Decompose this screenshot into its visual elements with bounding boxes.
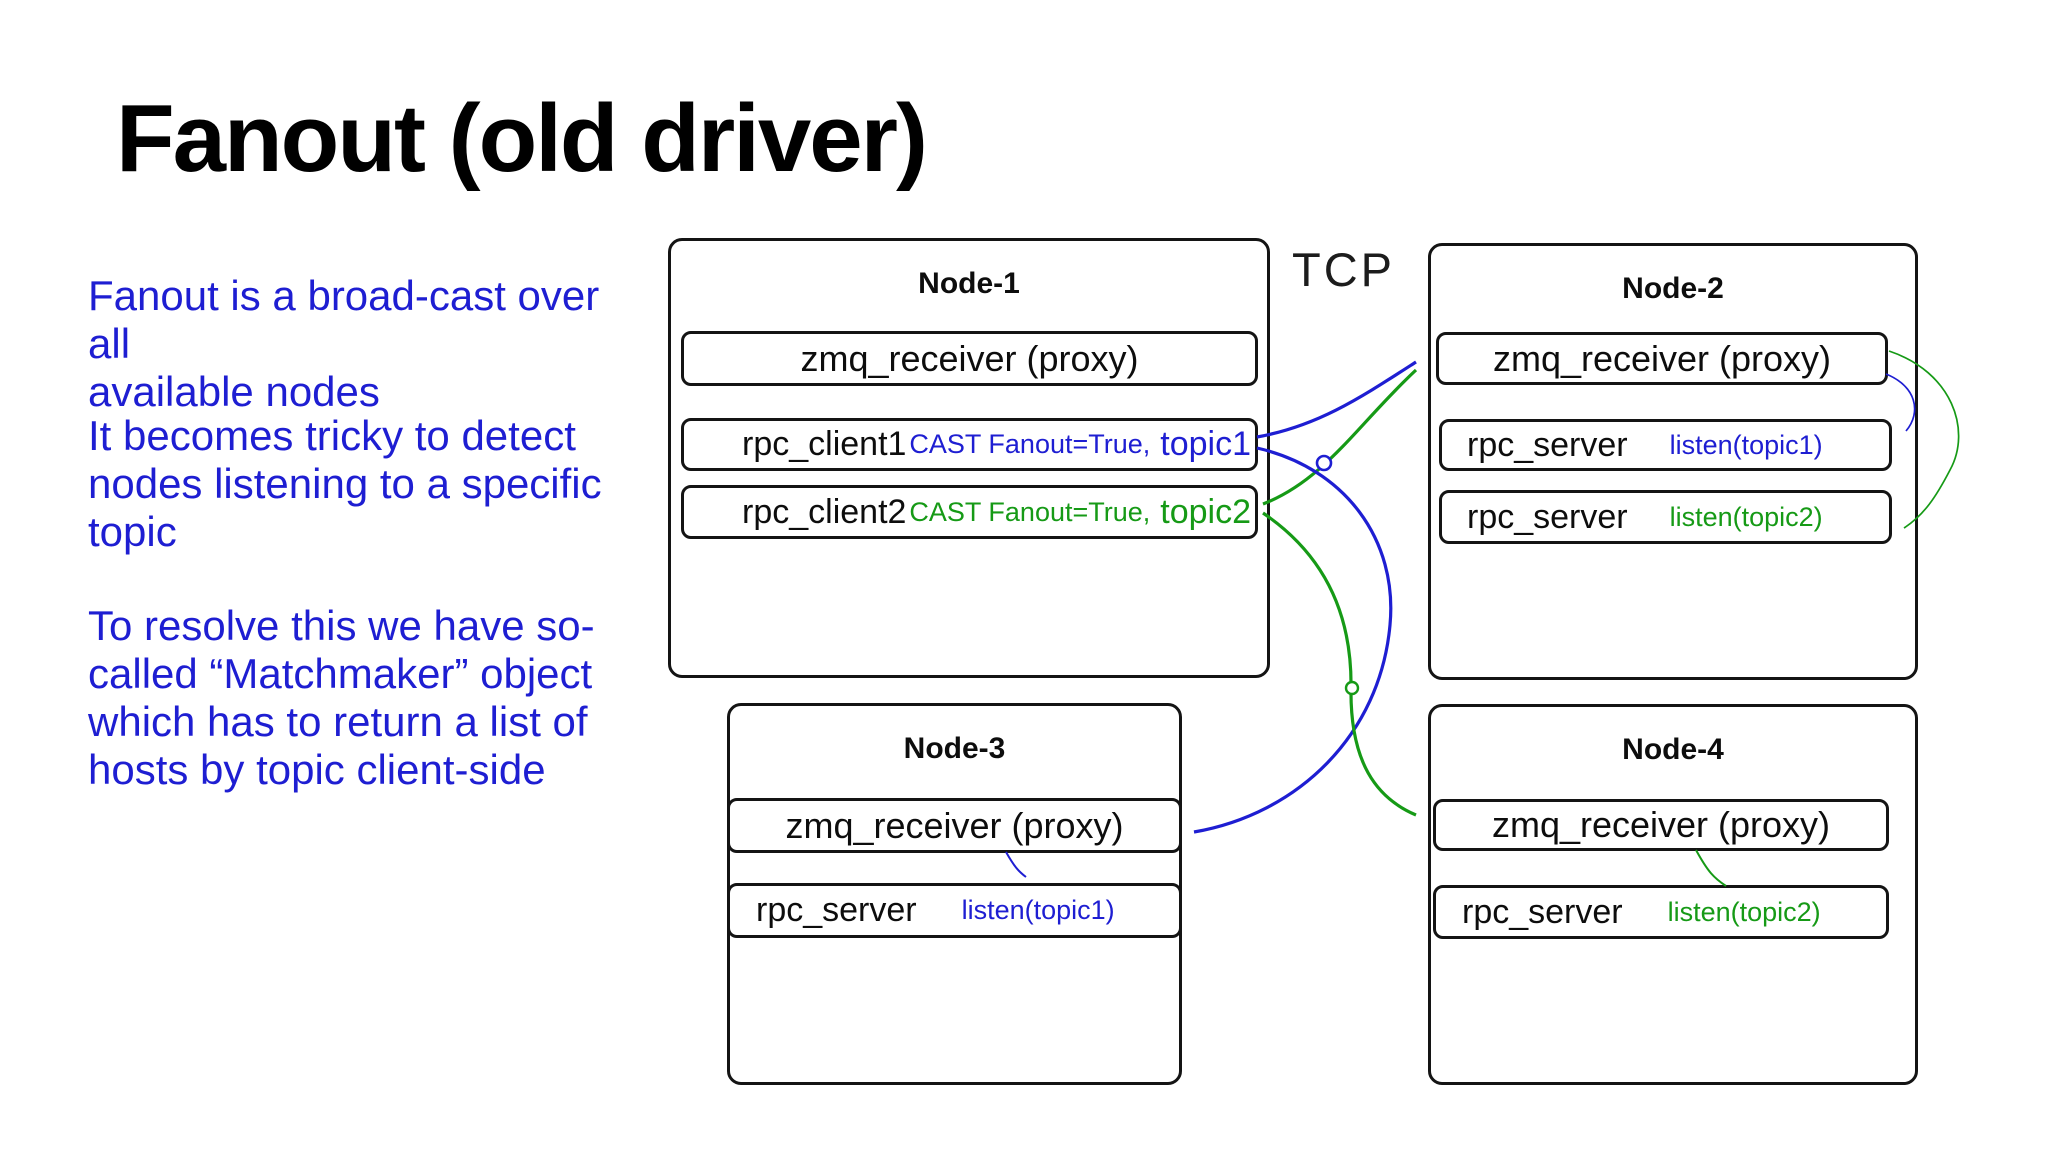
- node-2-listen-topic2-label: listen(topic2): [1669, 501, 1823, 532]
- node-3-title: Node-3: [903, 732, 1006, 765]
- arrow-topic2-to-node2: [1262, 368, 1418, 506]
- tcp-label: TCP: [1292, 243, 1395, 296]
- node-2-rpc-server2-label: rpc_server: [1467, 497, 1628, 536]
- node-4-box: Node-4 zmq_receiver (proxy) rpc_server l…: [1428, 704, 1918, 1085]
- node-4-zmq-receiver-label: zmq_receiver (proxy): [1491, 804, 1831, 845]
- node-4-listen-topic2-label: listen(topic2): [1667, 896, 1821, 927]
- node-2-zmq-receiver-row: zmq_receiver (proxy): [1436, 332, 1888, 385]
- node-2-rpc-server1-label: rpc_server: [1467, 425, 1628, 464]
- node-4-title: Node-4: [1622, 733, 1724, 766]
- node-1-zmq-receiver-label: zmq_receiver (proxy): [800, 337, 1139, 379]
- rpc-client1-topic-label: topic1: [1160, 425, 1251, 463]
- node-2-rpc-server1-row: rpc_server listen(topic1): [1439, 419, 1892, 471]
- rpc-client1-label: rpc_client1: [742, 425, 907, 463]
- node-1-title: Node-1: [918, 267, 1020, 300]
- node-4-rpc-server-row: rpc_server listen(topic2): [1433, 885, 1889, 939]
- node-3-zmq-receiver-row: zmq_receiver (proxy): [727, 798, 1182, 853]
- node-1-box: Node-1 zmq_receiver (proxy) rpc_client1 …: [668, 238, 1270, 678]
- rpc-client2-cast-label: CAST Fanout=True,: [909, 496, 1151, 527]
- line-hop-green: [1344, 680, 1360, 696]
- node-4-rpc-server-label: rpc_server: [1462, 892, 1623, 931]
- rpc-client2-topic-label: topic2: [1160, 492, 1251, 531]
- note-paragraph-2: It becomes tricky to detect nodes listen…: [88, 412, 602, 555]
- note-paragraph-3: To resolve this we have so- called “Matc…: [88, 602, 595, 793]
- node-1-rpc-client1-row: rpc_client1 CAST Fanout=True, topic1: [681, 418, 1258, 471]
- node-2-rpc-server2-row: rpc_server listen(topic2): [1439, 490, 1892, 544]
- page-title: Fanout (old driver): [116, 85, 928, 192]
- line-hop-blue: [1315, 454, 1333, 472]
- node-3-listen-topic1-label: listen(topic1): [961, 895, 1115, 925]
- node-2-listen-topic1-label: listen(topic1): [1669, 429, 1823, 460]
- node-2-box: Node-2 zmq_receiver (proxy) rpc_server l…: [1428, 243, 1918, 680]
- rpc-client1-cast-label: CAST Fanout=True,: [909, 429, 1151, 459]
- arrow-topic2-to-node4: [1262, 511, 1417, 817]
- node-3-box: Node-3 zmq_receiver (proxy) rpc_server l…: [727, 703, 1182, 1085]
- rpc-client2-label: rpc_client2: [742, 492, 907, 531]
- node-2-title: Node-2: [1622, 272, 1724, 305]
- node-3-zmq-receiver-label: zmq_receiver (proxy): [785, 804, 1124, 846]
- node-1-zmq-receiver-row: zmq_receiver (proxy): [681, 331, 1258, 386]
- node-1-rpc-client2-row: rpc_client2 CAST Fanout=True, topic2: [681, 485, 1258, 539]
- node-3-rpc-server-label: rpc_server: [756, 891, 917, 929]
- node-2-zmq-receiver-label: zmq_receiver (proxy): [1492, 337, 1832, 379]
- node-4-zmq-receiver-row: zmq_receiver (proxy): [1433, 799, 1889, 851]
- node-3-rpc-server-row: rpc_server listen(topic1): [727, 883, 1182, 938]
- arrow-topic1-to-node2: [1256, 360, 1417, 439]
- note-paragraph-1: Fanout is a broad-cast over all availabl…: [88, 272, 600, 415]
